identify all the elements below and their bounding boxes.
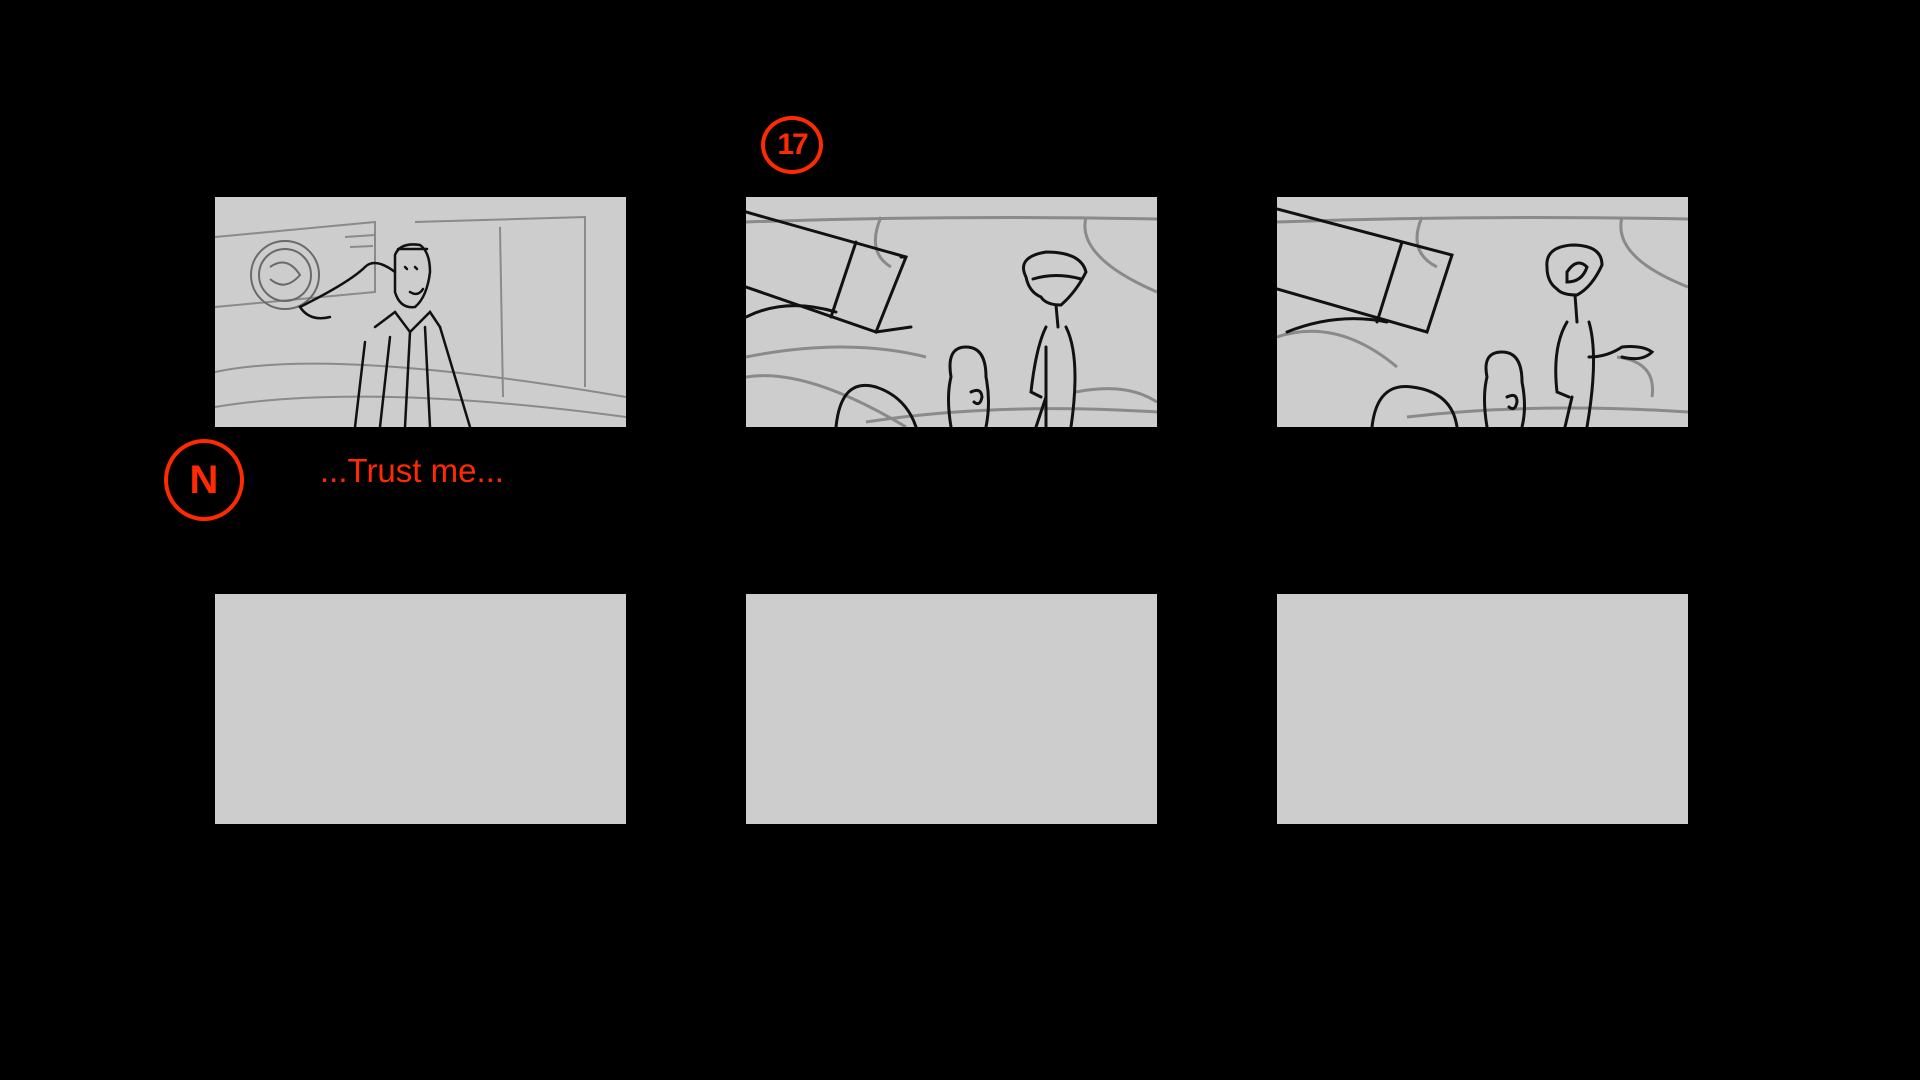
storyboard-panel-1 (215, 197, 626, 427)
panel-1-sketch (215, 215, 626, 427)
narration-marker: N (164, 439, 244, 521)
scene-number-badge: 17 (761, 116, 823, 174)
panel-2-sketch (746, 210, 1157, 427)
dialogue-text: ...Trust me... (320, 452, 504, 489)
panel-3-sketch (1277, 207, 1688, 427)
storyboard-panel-5 (746, 594, 1157, 824)
storyboard-panel-6 (1277, 594, 1688, 824)
scene-number-text: 17 (777, 128, 808, 161)
narration-marker-text: N (189, 457, 219, 502)
storyboard-panel-4 (215, 594, 626, 824)
storyboard-panel-2 (746, 197, 1157, 427)
storyboard-panel-3 (1277, 197, 1688, 427)
